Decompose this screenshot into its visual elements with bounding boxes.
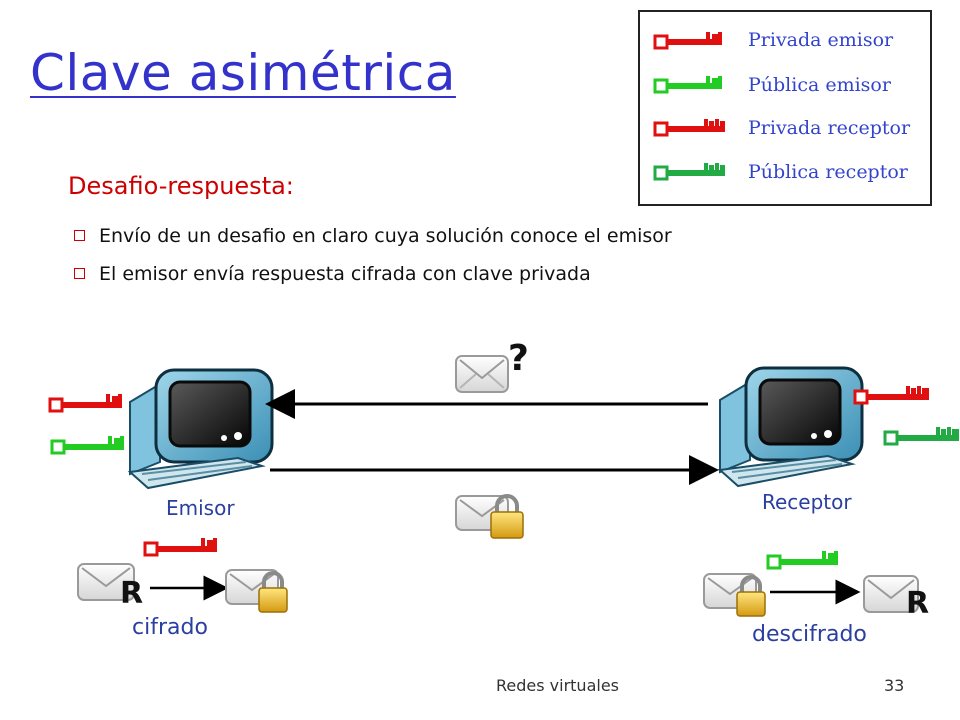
bullet-item-1: Envío de un desafio en claro cuya soluci…: [74, 225, 672, 247]
legend-key-private-sender-icon: [653, 32, 722, 50]
bullet-item-2: El emisor envía respuesta cifrada con cl…: [74, 263, 591, 285]
bullet-marker-icon: [74, 230, 85, 241]
legend-key-public-sender-icon: [653, 76, 722, 94]
sender-public-key-icon: [50, 436, 124, 455]
legend-key-private-receiver-icon: [653, 119, 725, 137]
section-subtitle: Desafio-respuesta:: [68, 172, 294, 200]
response-letter-decrypted: R: [906, 586, 930, 621]
footer-course: Redes virtuales: [496, 676, 619, 695]
challenge-question-mark: ?: [508, 338, 529, 379]
footer-page-number: 33: [884, 676, 905, 695]
sender-private-key-icon: [48, 394, 122, 413]
response-locked-envelope-icon: [455, 494, 524, 539]
response-letter-plain: R: [120, 576, 144, 611]
decrypt-label: descifrado: [752, 622, 867, 647]
receiver-label: Receptor: [762, 490, 852, 514]
legend-key-public-receiver-icon: [653, 163, 725, 181]
bullet-text-1: Envío de un desafio en claro cuya soluci…: [99, 225, 672, 247]
key-legend: Privada emisor Pública emisor Privada re…: [638, 10, 932, 206]
decrypt-public-key-icon: [766, 551, 838, 570]
receiver-public-key-icon: [883, 427, 959, 446]
challenge-envelope-icon: [455, 355, 509, 393]
legend-label-2: Pública emisor: [748, 74, 891, 96]
encrypted-envelope-icon: [225, 569, 288, 613]
sender-computer-icon: [127, 368, 274, 490]
bullet-text-2: El emisor envía respuesta cifrada con cl…: [99, 263, 591, 285]
encrypted-envelope-icon: [703, 573, 766, 617]
sender-label: Emisor: [166, 496, 235, 520]
legend-label-4: Pública receptor: [748, 161, 908, 183]
encrypt-label: cifrado: [132, 615, 208, 640]
slide-title: Clave asimétrica: [30, 44, 456, 102]
receiver-computer-icon: [717, 366, 864, 488]
legend-label-3: Privada receptor: [748, 117, 911, 139]
legend-keys: [653, 32, 725, 181]
receiver-private-key-icon: [853, 386, 929, 405]
bullet-marker-icon: [74, 268, 85, 279]
encrypt-private-key-icon: [143, 538, 217, 557]
legend-label-1: Privada emisor: [748, 29, 894, 51]
